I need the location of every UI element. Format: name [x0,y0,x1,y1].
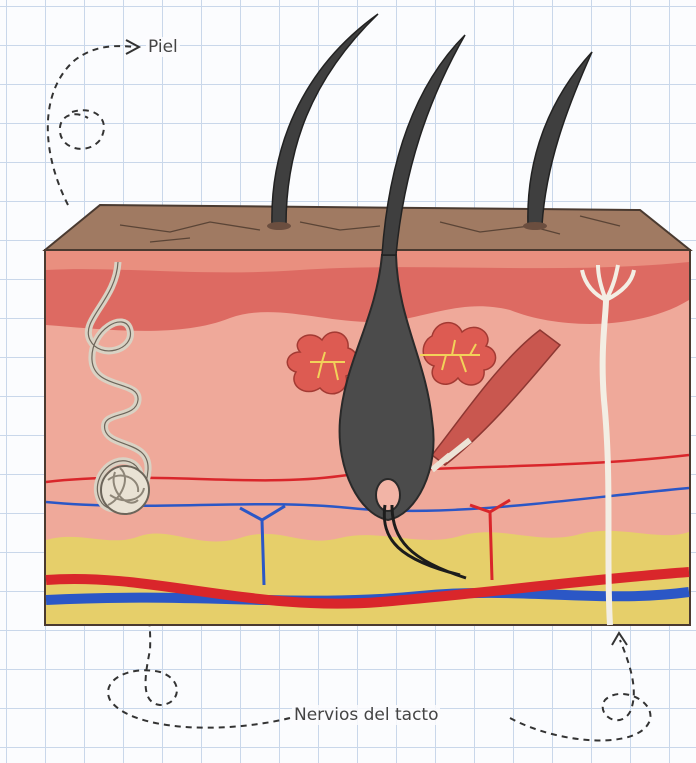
label-touch-nerves: Nervios del tacto [292,705,440,725]
hair-root-left [267,222,291,230]
skin-block [45,205,690,625]
hair-strand-right [528,52,592,225]
hair-root-right [523,222,547,230]
hair-bulb-papilla [376,479,400,511]
nerve-arrow-head-right [612,633,627,645]
label-skin: Piel [146,37,180,57]
hair-strand-left [272,14,378,225]
skin-pointer-arrow [48,46,135,205]
